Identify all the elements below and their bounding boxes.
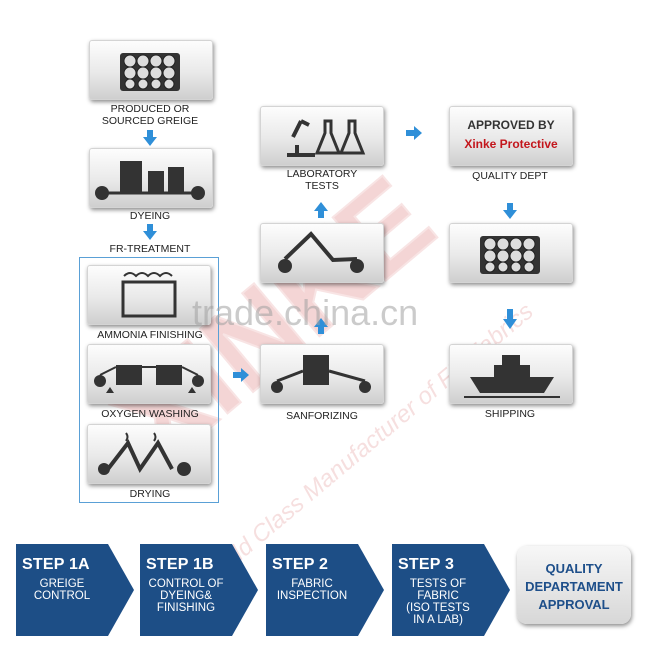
shipping-label: SHIPPING xyxy=(484,408,536,420)
step-title: STEP 1B xyxy=(146,556,214,573)
arrow-down-icon xyxy=(143,130,157,146)
approved-tile: APPROVED BY Xinke Protective xyxy=(449,106,573,166)
inspection-frame-icon xyxy=(278,231,364,273)
arrow-down-icon xyxy=(143,224,157,240)
sanforizing-machine-icon xyxy=(271,355,371,393)
step-2: STEP 2 FABRIC INSPECTION xyxy=(266,544,386,636)
ammonia-vat-icon xyxy=(121,272,177,318)
arrow-right-icon xyxy=(406,126,422,140)
washing-machine-icon xyxy=(94,365,204,393)
step-desc: GREIGE CONTROL xyxy=(33,578,91,602)
oxygen-tile xyxy=(87,344,211,404)
approved-line1: APPROVED BY xyxy=(467,118,555,132)
step-desc: CONTROL OF DYEING& FINISHING xyxy=(148,578,224,614)
approved-line2: Xinke Protective xyxy=(464,137,558,151)
fabric-rolls-icon xyxy=(480,236,540,274)
sanforizing-tile xyxy=(260,344,384,404)
dyeing-machine-icon xyxy=(95,161,205,200)
step-3: STEP 3 TESTS OF FABRIC (ISO TESTS IN A L… xyxy=(392,544,512,636)
laboratory-label: LABORATORY TESTS xyxy=(286,168,358,192)
fr-treatment-label: FR-TREATMENT xyxy=(109,243,191,255)
microscope-flask-icon xyxy=(287,119,366,157)
arrow-up-icon xyxy=(314,202,328,218)
drying-tile xyxy=(87,424,211,484)
step-title: STEP 3 xyxy=(398,556,455,573)
laboratory-tile xyxy=(260,106,384,166)
dyeing-label: DYEING xyxy=(129,210,171,222)
greige-label: PRODUCED OR SOURCED GREIGE xyxy=(101,103,199,127)
greige-tile xyxy=(89,40,213,100)
site-watermark: trade.china.cn xyxy=(192,292,419,333)
fabric-rolls-icon xyxy=(120,53,180,91)
finished-rolls-tile xyxy=(449,223,573,283)
step-title: STEP 1A xyxy=(22,556,90,573)
quality-dept-label: QUALITY DEPT xyxy=(472,170,548,182)
sanforizing-label: SANFORIZING xyxy=(286,410,358,422)
step-desc: TESTS OF FABRIC (ISO TESTS IN A LAB) xyxy=(406,578,470,626)
drying-label: DRYING xyxy=(129,488,171,500)
fr-treatment-group xyxy=(79,257,219,503)
arrow-right-icon xyxy=(233,368,249,382)
step-title: STEP 2 xyxy=(272,556,329,573)
ship-icon xyxy=(464,355,560,398)
quality-approval-text: QUALITY DEPARTAMENT APPROVAL xyxy=(525,561,623,612)
quality-approval-box: QUALITY DEPARTAMENT APPROVAL xyxy=(517,546,631,624)
arrow-up-icon xyxy=(314,318,328,334)
ammonia-label: AMMONIA FINISHING xyxy=(97,329,203,341)
dyeing-tile xyxy=(89,148,213,208)
oxygen-label: OXYGEN WASHING xyxy=(101,408,199,420)
arrow-down-icon xyxy=(503,203,517,219)
step-1a: STEP 1A GREIGE CONTROL xyxy=(16,544,136,636)
arrow-down-icon xyxy=(503,309,517,329)
step-desc: FABRIC INSPECTION xyxy=(276,578,348,602)
inspection-tile xyxy=(260,223,384,283)
shipping-tile xyxy=(449,344,573,404)
dryer-icon xyxy=(98,432,191,476)
ammonia-tile xyxy=(87,265,211,325)
step-1b: STEP 1B CONTROL OF DYEING& FINISHING xyxy=(140,544,260,636)
